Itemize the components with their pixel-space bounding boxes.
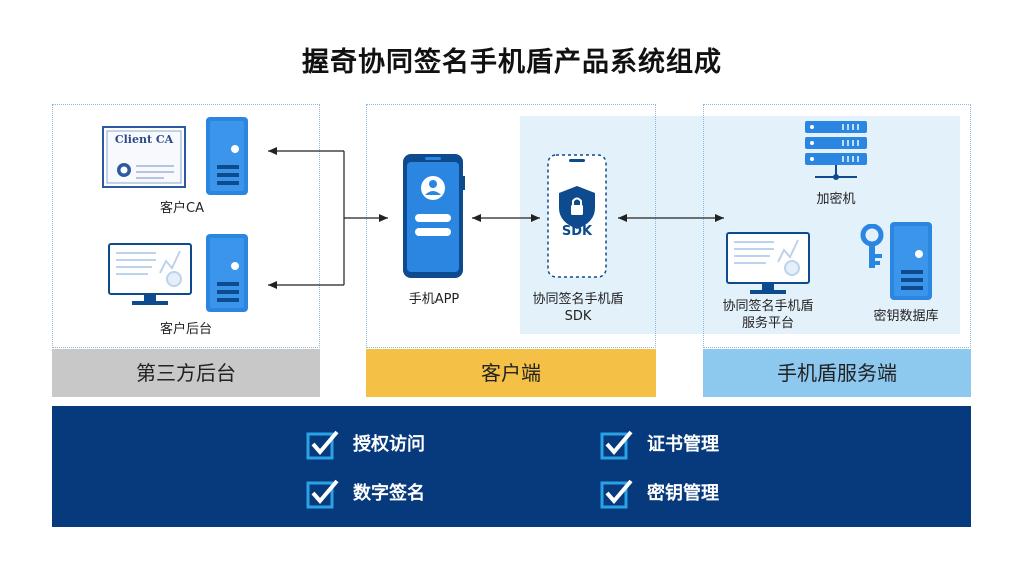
mobile-phone-icon [403,154,465,278]
bracket-arrow [268,147,388,289]
sdk-label: 协同签名手机盾 SDK [518,291,638,325]
server-icon [206,234,248,312]
feature-bar [52,406,971,527]
platform-label: 协同签名手机盾 服务平台 [708,298,828,332]
feature-label: 数字签名 [353,483,425,504]
feature-label: 证书管理 [647,434,719,455]
sdk-label-line1: 协同签名手机盾 [532,292,624,307]
feature-item: 授权访问 [306,430,506,460]
third-party-band: 第三方后台 [52,349,320,397]
certificate-icon: Client CA [102,126,186,188]
monitor-icon [108,243,192,305]
feature-item: 数字签名 [306,479,506,509]
client-backend-label: 客户后台 [159,322,212,337]
client-panel [366,104,656,348]
encryptor-label: 加密机 [816,192,856,207]
platform-label-line1: 协同签名手机盾 [722,299,814,314]
key-db-label: 密钥数据库 [873,309,939,324]
key-icon [860,224,884,268]
page-title: 握奇协同签名手机盾产品系统组成 [302,47,722,78]
checkbox-icon [600,479,633,509]
platform-label-line2: 服务平台 [741,316,794,331]
feature-label: 密钥管理 [647,483,719,504]
server-band: 手机盾服务端 [703,349,971,397]
feature-item: 证书管理 [600,430,800,460]
platform-monitor-icon [726,232,810,294]
mobile-app-label: 手机APP [408,292,460,307]
encryptor-rack-icon [805,121,867,180]
database-server-icon [890,222,932,300]
third-party-panel [52,104,320,348]
sdk-label-line2: SDK [564,309,592,324]
client-band: 客户端 [366,349,656,397]
feature-item: 密钥管理 [600,479,800,509]
feature-label: 授权访问 [353,434,425,455]
checkbox-icon [600,430,633,460]
server-icon [206,117,248,195]
checkbox-icon [306,479,339,509]
server-panel [703,104,971,348]
certificate-title: Client CA [114,133,174,146]
sdk-phone-icon [547,154,607,278]
checkbox-icon [306,430,339,460]
sdk-badge: SDK [561,224,593,239]
client-ca-label: 客户CA [160,201,204,216]
